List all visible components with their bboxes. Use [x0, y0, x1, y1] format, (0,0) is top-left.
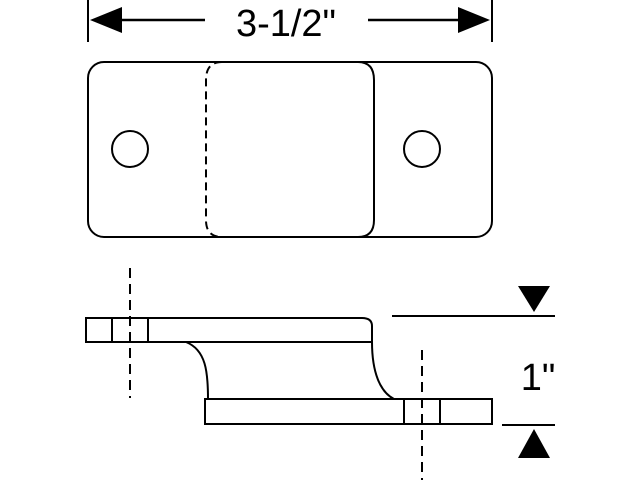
hidden-edge-dashed	[205, 61, 223, 238]
raised-center-pad	[222, 61, 375, 238]
width-dimension: 3-1/2"	[87, 0, 493, 45]
mounting-hole-right	[403, 130, 441, 168]
width-label: 3-1/2"	[236, 3, 336, 45]
upper-flange	[85, 317, 373, 343]
lower-flange	[204, 398, 493, 425]
height-dimension: 1"	[392, 286, 555, 458]
arrow-right-icon	[458, 7, 490, 33]
arrow-left-icon	[90, 7, 122, 33]
mounting-hole-left	[111, 130, 149, 168]
offset-web-right	[371, 341, 395, 400]
height-label: 1"	[521, 357, 556, 399]
arrow-up-icon	[518, 429, 550, 458]
top-view	[87, 61, 493, 238]
offset-web-left	[185, 341, 209, 400]
arrow-down-icon	[518, 286, 550, 312]
side-view	[85, 268, 493, 480]
